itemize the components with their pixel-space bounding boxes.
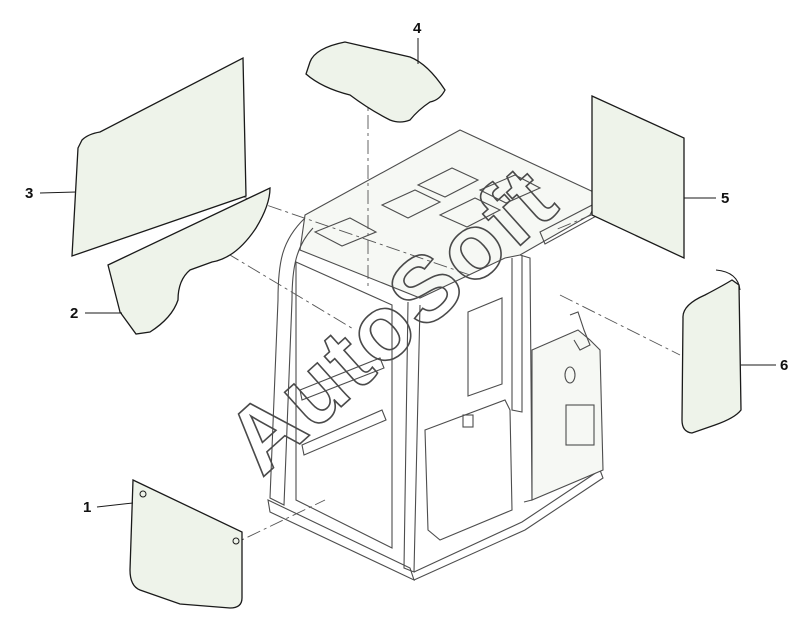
part-1-mount-hole-top: [139, 490, 147, 498]
part-6-curve-edge: [715, 269, 741, 291]
rear-guard: [569, 311, 591, 351]
bottom-rear-sill: [413, 469, 604, 581]
callout-1: 1: [83, 499, 91, 516]
rear-port: [564, 366, 576, 384]
door-handle: [462, 414, 474, 428]
roof-window-3: [438, 197, 502, 228]
cab-frame: [267, 129, 604, 582]
rear-access-panel: [565, 404, 595, 446]
leader-1: [96, 502, 134, 508]
rear-corner-pillar: [519, 254, 533, 503]
roof-window-4: [478, 174, 542, 204]
roof-window-5: [313, 217, 378, 247]
leader-3: [39, 191, 77, 194]
part-1-door-glass: [129, 478, 243, 609]
callout-4: 4: [413, 20, 422, 37]
part-4-roof-glass: [305, 41, 446, 123]
callouts: 1 2 3 4 5 6: [25, 20, 788, 516]
rear-bracket: [531, 329, 604, 501]
side-door-opening: [424, 399, 513, 541]
align-line-6: [559, 294, 681, 356]
front-left-pillar: [269, 217, 314, 506]
callout-2: 2: [70, 305, 78, 322]
roof-window-2: [380, 189, 442, 219]
callout-3: 3: [25, 185, 33, 202]
part-2-lower-side-glass: [107, 186, 271, 335]
roof-window-1: [416, 167, 480, 198]
crossbar-lower: [301, 409, 387, 456]
leader-lines: [39, 38, 776, 508]
front-right-pillar: [403, 301, 421, 573]
callout-5: 5: [721, 190, 729, 207]
callout-6: 6: [780, 357, 788, 374]
crossbar-upper: [299, 357, 385, 401]
part-6-curved-side-glass: [681, 279, 742, 434]
front-window-opening: [295, 261, 393, 549]
part-5-rear-glass: [591, 94, 685, 260]
part-3-upper-side-glass: [71, 56, 247, 257]
side-upper-window: [467, 297, 503, 397]
rear-right-pillar: [511, 255, 523, 413]
part-1-mount-hole-side: [232, 537, 240, 545]
